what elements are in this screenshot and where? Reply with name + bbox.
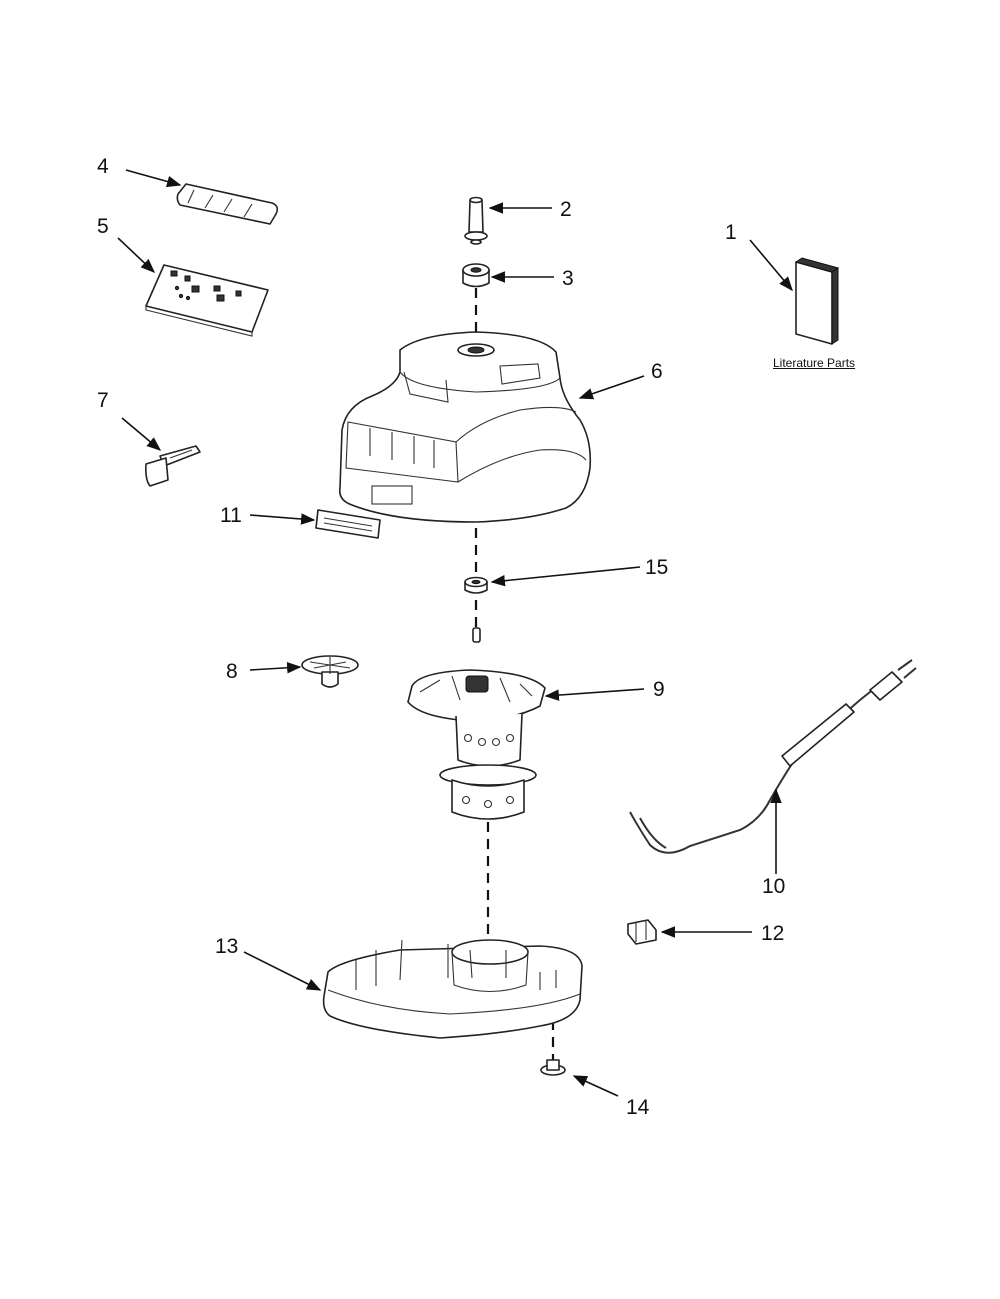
callout-9: 9 — [653, 678, 665, 701]
part-8-coupler — [301, 655, 359, 688]
part-5-control-panel — [145, 264, 269, 337]
part-4-button-strip — [176, 183, 279, 225]
part-12-clip — [627, 919, 657, 945]
motor-pin — [472, 627, 481, 643]
part-14-foot — [540, 1059, 566, 1076]
part-11-badge — [315, 509, 381, 539]
callout-3: 3 — [562, 267, 574, 290]
callout-11: 11 — [220, 504, 242, 527]
callout-5: 5 — [97, 215, 109, 238]
callout-1: 1 — [725, 221, 737, 244]
part-3-bushing — [462, 263, 490, 288]
callout-4: 4 — [97, 155, 109, 178]
part-10-power-cord — [629, 659, 917, 854]
part-2-shaft-pin — [464, 196, 488, 245]
part-6-housing-cover — [338, 331, 592, 523]
callout-15: 15 — [645, 556, 669, 579]
callout-10: 10 — [762, 875, 786, 898]
part-13-base — [322, 939, 583, 1039]
part-15-washer — [464, 576, 488, 594]
part-7-switch-lever — [145, 445, 201, 487]
callout-6: 6 — [651, 360, 663, 383]
part-1-literature — [794, 257, 840, 345]
callout-7: 7 — [97, 389, 109, 412]
callout-14: 14 — [626, 1096, 650, 1119]
callout-leaders — [117, 169, 793, 1097]
callout-12: 12 — [761, 922, 785, 945]
callout-2: 2 — [560, 198, 572, 221]
part-9-motor-assembly — [407, 669, 546, 820]
callout-8: 8 — [226, 660, 238, 683]
literature-parts-caption: Literature Parts — [773, 356, 856, 370]
callout-13: 13 — [215, 935, 239, 958]
